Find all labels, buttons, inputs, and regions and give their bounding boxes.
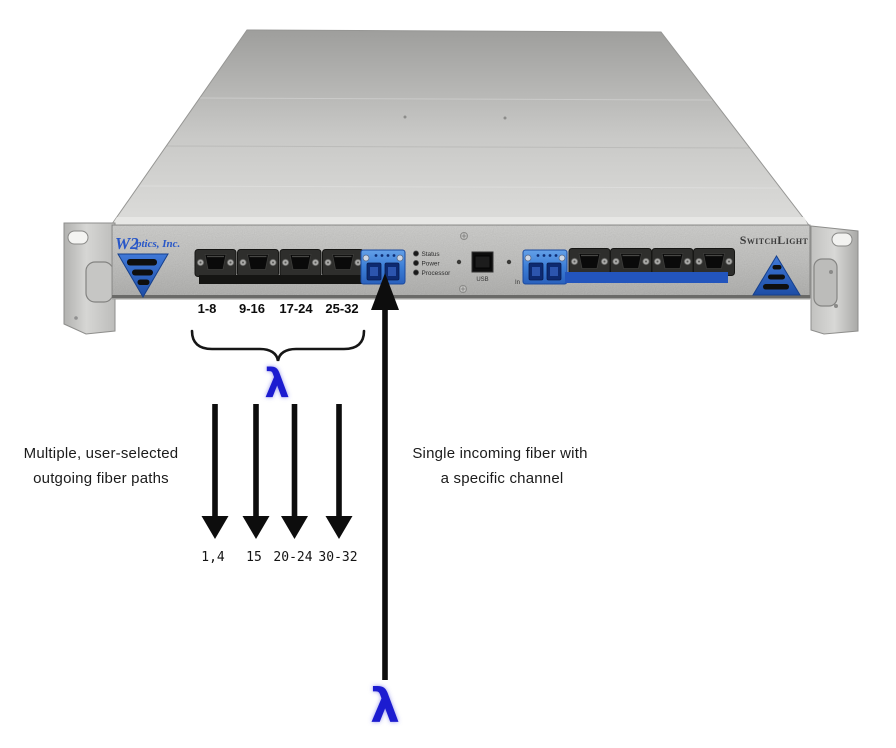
- lc-input-connector-right: [522, 249, 568, 285]
- left-rack-ear: [63, 222, 116, 335]
- status-led-label: Status: [422, 251, 440, 258]
- outgoing-channel-label: 30-32: [318, 550, 357, 565]
- outgoing-arrow: [281, 404, 308, 539]
- left-connector-bar: [199, 275, 364, 284]
- top-rivet: [403, 115, 407, 119]
- fiber-connector: [568, 247, 611, 277]
- port-group-label: 17-24: [279, 301, 313, 316]
- fiber-connector: [194, 248, 237, 278]
- brand-prefix: W2: [115, 234, 139, 253]
- outgoing-arrow: [242, 404, 270, 539]
- product-triangle-icon: [752, 255, 801, 296]
- fiber-connector: [236, 248, 280, 278]
- switch-chassis: W2 ptics, Inc. Status Power: [63, 29, 859, 335]
- power-led-label: Power: [422, 261, 441, 268]
- right-ear-mount-slot: [831, 232, 853, 247]
- status-led: [413, 250, 419, 257]
- outgoing-channel-label: 1,4: [201, 550, 225, 565]
- outgoing-arrow: [201, 404, 229, 539]
- incoming-fiber-arrow: [371, 273, 399, 680]
- curly-brace: [190, 329, 366, 362]
- port-group-label: 1-8: [198, 301, 217, 316]
- fiber-connector: [279, 248, 322, 278]
- left-connector-bank: [194, 248, 365, 284]
- fiber-connector: [692, 247, 736, 277]
- annotations: 1-8 9-16 17-24 25-32 λ 1,4 15 20-24 3: [24, 273, 587, 734]
- panel-screws: [456, 232, 512, 293]
- right-connector-bar: [565, 272, 728, 283]
- right-rack-ear: [810, 225, 859, 335]
- chassis-top: [111, 29, 810, 225]
- processor-led-label: Processor: [422, 270, 452, 277]
- right-connector-bank: [565, 247, 736, 283]
- processor-led: [413, 269, 419, 276]
- usb-label: USB: [476, 277, 488, 283]
- input-port-label: In: [515, 280, 520, 286]
- right-caption-line2: a specific channel: [441, 470, 564, 487]
- right-ear-cutout: [813, 258, 838, 307]
- product-name: SwitchLight: [740, 233, 809, 247]
- status-led-cluster: Status Power Processor: [413, 250, 452, 277]
- left-caption-line1: Multiple, user-selected: [24, 445, 179, 462]
- port-group-label: 25-32: [325, 301, 358, 316]
- chassis-front-edge-highlight: [112, 217, 808, 225]
- lambda-bottom: λ: [370, 679, 400, 734]
- brand-logo: W2 ptics, Inc.: [115, 234, 180, 298]
- fiber-connector: [651, 247, 694, 277]
- outgoing-arrows: [201, 404, 353, 539]
- outgoing-channel-label: 15: [246, 550, 262, 565]
- fiber-connector: [609, 247, 653, 277]
- usb-port: USB: [471, 251, 494, 283]
- outgoing-channel-label: 20-24: [273, 550, 312, 565]
- power-led: [413, 260, 419, 266]
- brand-suffix: ptics, Inc.: [135, 238, 180, 250]
- lambda-top: λ: [264, 361, 289, 407]
- fiber-connector: [321, 248, 365, 278]
- port-group-label: 9-16: [239, 301, 265, 316]
- left-ear-cutout: [85, 261, 114, 303]
- top-rivet: [503, 116, 507, 120]
- left-caption-line2: outgoing fiber paths: [33, 470, 169, 487]
- right-caption-line1: Single incoming fiber with: [412, 445, 587, 462]
- left-ear-mount-slot: [67, 230, 89, 245]
- brand-triangle-icon: [117, 253, 169, 298]
- outgoing-arrow: [325, 404, 353, 539]
